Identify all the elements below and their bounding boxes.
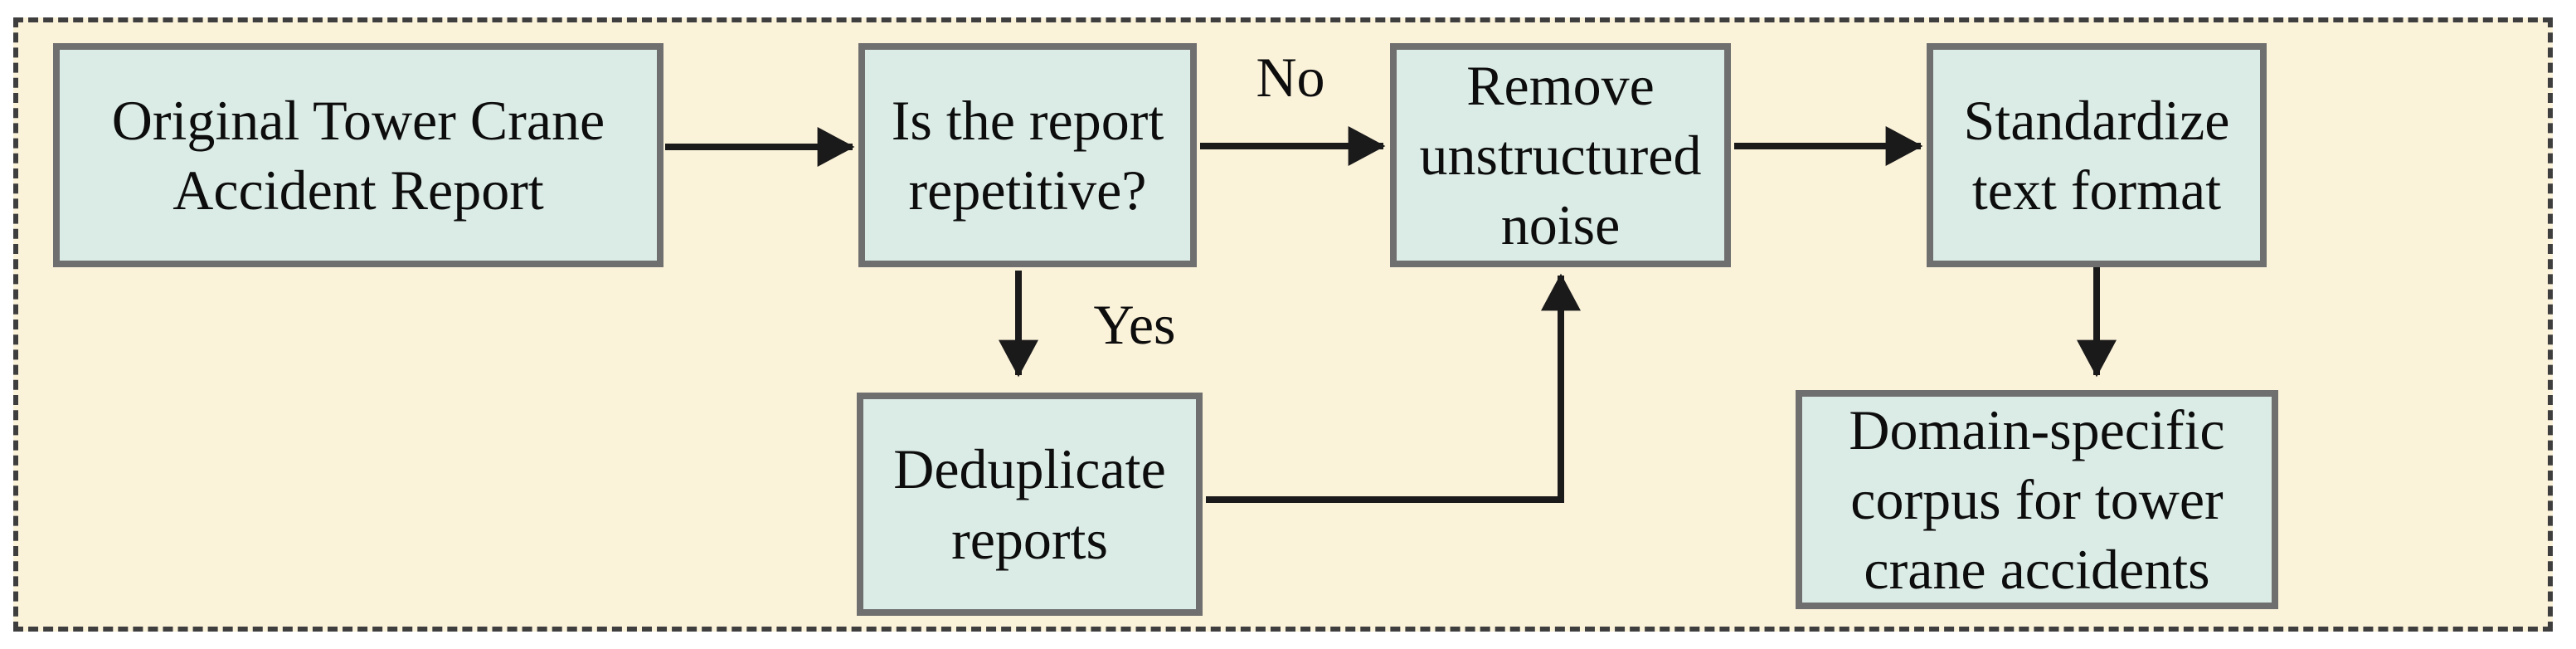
edge-label-yes: Yes [1093, 293, 1176, 356]
node-deduplicate-reports: Deduplicate reports [857, 393, 1203, 616]
node-original-report: Original Tower Crane Accident Report [53, 43, 663, 267]
node-remove-noise: Remove unstructured noise [1390, 43, 1731, 267]
node-standardize-format: Standardize text format [1927, 43, 2267, 267]
node-repetitive-decision: Is the report repetitive? [858, 43, 1197, 267]
node-text-line: crane accidents [1864, 538, 2210, 602]
node-text-line: corpus for tower [1850, 467, 2224, 531]
node-text-line: Deduplicate [893, 437, 1166, 501]
node-text-line: Standardize [1963, 88, 2230, 152]
node-text-line: reports [951, 507, 1108, 571]
node-text-line: repetitive? [908, 159, 1147, 222]
node-text-line: Is the report [891, 88, 1164, 152]
node-text-line: text format [1971, 159, 2222, 222]
edge-label-no: No [1256, 46, 1325, 109]
node-text-line: Original Tower Crane [111, 88, 605, 152]
node-text-line: Remove [1466, 53, 1655, 117]
node-text-line: Accident Report [173, 159, 544, 222]
node-text-line: Domain-specific [1849, 398, 2225, 461]
node-text-line: noise [1500, 193, 1621, 257]
node-text-line: unstructured [1419, 123, 1702, 187]
node-domain-corpus: Domain-specific corpus for tower crane a… [1796, 390, 2278, 609]
